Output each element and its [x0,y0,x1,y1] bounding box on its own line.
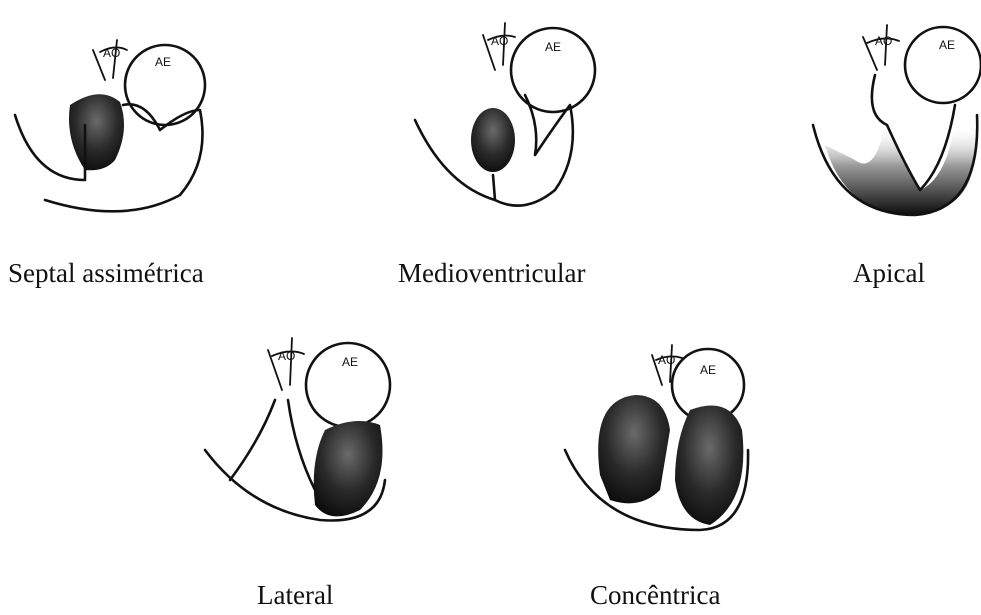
panel-concentrica: AE AO [560,340,780,540]
heart-concentric-diagram: AE AO [560,340,780,540]
panel-apical: AE AO [805,15,981,225]
aorta-label: AO [658,353,675,367]
aorta-label: AO [103,46,120,60]
heart-medio-diagram: AE AO [405,15,605,225]
caption-apical: Apical [853,258,925,289]
atrium-label: AE [939,38,955,52]
heart-septal-diagram: AE AO [5,30,235,220]
caption-concentrica: Concêntrica [590,580,720,611]
caption-lateral: Lateral [257,580,333,611]
midventricular-hypertrophy [471,108,515,172]
panel-septal: AE AO [5,30,235,220]
heart-apical-diagram: AE AO [805,15,981,225]
aorta-label: AO [278,349,295,363]
concentric-hypertrophy-free-wall [675,406,743,526]
atrium-label: AE [700,363,716,377]
septal-hypertrophy [69,94,124,170]
aorta-label: AO [875,34,892,48]
atrium-label: AE [342,355,358,369]
atrium-label: AE [155,55,171,69]
aorta-shape [268,338,304,390]
aorta-label: AO [491,34,508,48]
panel-medio: AE AO [405,15,605,225]
atrium-label: AE [545,40,561,54]
caption-septal: Septal assimétrica [8,258,204,289]
concentric-hypertrophy-septum [598,395,670,503]
caption-medio: Medioventricular [398,258,585,289]
septum-wall [230,400,315,490]
heart-lateral-diagram: AE AO [200,330,410,540]
panel-lateral: AE AO [200,330,410,540]
lateral-hypertrophy [314,421,383,516]
